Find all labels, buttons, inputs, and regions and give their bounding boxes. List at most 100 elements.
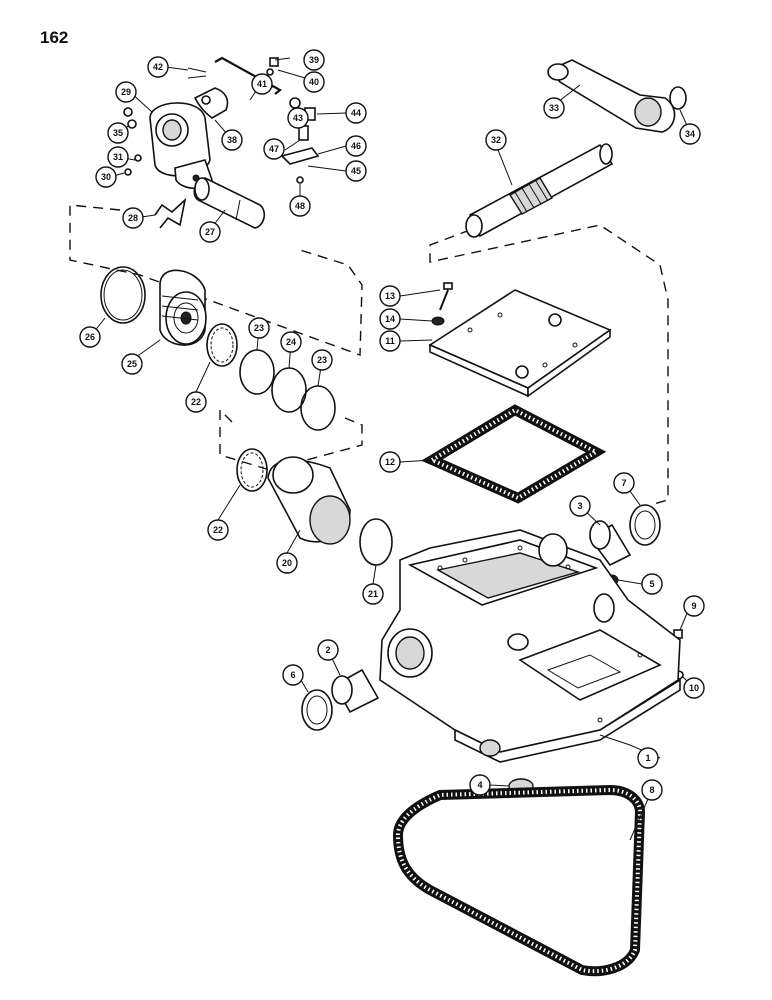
washer-14 [431, 316, 445, 326]
lift-housing [379, 529, 681, 763]
callout: 27 [199, 221, 221, 243]
callout-label: 6 [290, 670, 295, 680]
callout-label: 31 [113, 152, 123, 162]
callout-label: 27 [205, 227, 215, 237]
bearing-22b [236, 448, 268, 492]
cover-gasket [421, 404, 607, 504]
callout: 23 [311, 349, 333, 371]
callout: 34 [679, 123, 701, 145]
callout: 4 [469, 774, 491, 796]
callout: 20 [276, 552, 298, 574]
callout-label: 10 [689, 683, 699, 693]
callout-label: 22 [213, 525, 223, 535]
callout: 29 [115, 81, 137, 103]
small-hardware [123, 57, 320, 184]
callout-label: 7 [621, 478, 626, 488]
callout: 1 [637, 747, 659, 769]
callout-label: 11 [385, 336, 395, 346]
bearing-22a [206, 323, 238, 367]
callout-label: 20 [282, 558, 292, 568]
callout: 13 [379, 285, 401, 307]
callout-label: 29 [121, 87, 131, 97]
callout-label: 39 [309, 55, 319, 65]
callout-label: 38 [227, 135, 237, 145]
rockshaft [465, 143, 614, 238]
spring-clip [154, 197, 187, 229]
callout: 48 [289, 195, 311, 217]
callout: 2 [317, 639, 339, 661]
callout-label: 12 [385, 457, 395, 467]
callout-label: 33 [549, 103, 559, 113]
rocker-housing [149, 102, 213, 190]
callout-label: 47 [269, 144, 279, 154]
callout-label: 26 [85, 332, 95, 342]
callout-label: 30 [101, 172, 111, 182]
callout-label: 46 [351, 141, 361, 151]
callout-label: 5 [649, 579, 654, 589]
callout: 35 [107, 122, 129, 144]
callout-label: 22 [191, 397, 201, 407]
callout-label: 42 [153, 62, 163, 72]
callout-label: 43 [293, 113, 303, 123]
callout: 32 [485, 129, 507, 151]
callout: 46 [345, 135, 367, 157]
callout: 39 [303, 49, 325, 71]
callout: 23 [248, 317, 270, 339]
bushing-3 [588, 520, 632, 567]
callout: 22 [185, 391, 207, 413]
plunger [193, 177, 266, 229]
callout-label: 41 [257, 79, 267, 89]
callout: 42 [147, 56, 169, 78]
callout-label: 2 [325, 645, 330, 655]
page-number: 162 [40, 28, 69, 47]
piston [159, 269, 207, 346]
callout-label: 14 [385, 314, 395, 324]
callout: 11 [379, 330, 401, 352]
callout: 38 [221, 129, 243, 151]
piston-ring-26 [100, 266, 146, 324]
callout-label: 9 [691, 601, 696, 611]
callout: 41 [251, 73, 273, 95]
seal-7 [629, 504, 661, 546]
group-outline-piston [69, 204, 363, 356]
callout-label: 23 [317, 355, 327, 365]
callout: 28 [122, 207, 144, 229]
callout: 8 [641, 779, 663, 801]
callout-label: 4 [477, 780, 482, 790]
callout: 9 [683, 595, 705, 617]
callout: 7 [613, 472, 635, 494]
callout-label: 8 [649, 785, 654, 795]
rocker-cap [193, 87, 229, 119]
top-cover [428, 289, 612, 398]
callout: 45 [345, 160, 367, 182]
callout: 10 [683, 677, 705, 699]
callout-label: 48 [295, 201, 305, 211]
callout: 12 [379, 451, 401, 473]
callout-label: 21 [368, 589, 378, 599]
callout: 5 [641, 573, 663, 595]
callout: 6 [282, 664, 304, 686]
callout-label: 34 [685, 129, 695, 139]
callout-label: 13 [385, 291, 395, 301]
cylinder-sleeve [267, 456, 351, 545]
callout: 44 [345, 102, 367, 124]
bushing-2 [331, 668, 380, 714]
callout: 30 [95, 166, 117, 188]
base-gasket [392, 784, 646, 977]
o-ring-21 [359, 518, 393, 566]
callout: 22 [207, 519, 229, 541]
callout-label: 32 [491, 135, 501, 145]
callout-label: 40 [309, 77, 319, 87]
callout-label: 24 [286, 337, 296, 347]
callout-label: 45 [351, 166, 361, 176]
callout: 24 [280, 331, 302, 353]
bolt-13 [439, 282, 453, 311]
callout: 33 [543, 97, 565, 119]
callout: 40 [303, 71, 325, 93]
callout-label: 1 [645, 753, 650, 763]
callout: 31 [107, 146, 129, 168]
callout: 43 [287, 107, 309, 129]
callout-label: 44 [351, 108, 361, 118]
callout: 26 [79, 326, 101, 348]
